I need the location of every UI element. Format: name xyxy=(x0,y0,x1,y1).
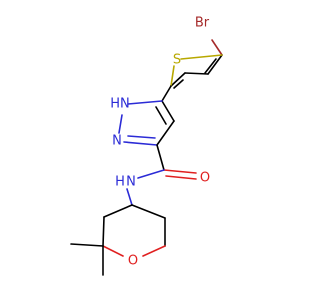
bond-c5-c4 xyxy=(207,54,223,75)
carboxamide-group xyxy=(137,144,197,180)
atom-sulfur: S xyxy=(173,53,181,68)
bond-c6-o xyxy=(142,245,166,257)
bond-s-c5 xyxy=(180,54,223,60)
bond-c5-c4-pyrazole-double xyxy=(155,106,167,125)
bond-c3-carbonyl xyxy=(156,144,165,171)
atom-amide-n: N xyxy=(126,175,136,190)
atom-carbonyl-oxygen: O xyxy=(200,171,210,186)
bond-c4-c3 xyxy=(184,72,209,75)
bond-c3-c2-double xyxy=(173,79,184,89)
pyrazole-ring xyxy=(118,100,175,146)
bond-carbonyl-n xyxy=(137,169,165,179)
bond-br-c xyxy=(211,39,223,56)
bond-n1-c5 xyxy=(127,100,163,105)
bond-c3-n2-double xyxy=(127,135,156,139)
bond-carbonyl-o xyxy=(163,169,197,174)
bond-o-c2 xyxy=(102,245,124,257)
bond-thiophene-pyrazole xyxy=(161,85,172,102)
atom-amide-h: H xyxy=(115,175,125,190)
bond-c3-n2 xyxy=(123,141,158,146)
bond-c2-c3 xyxy=(102,216,105,247)
bond-c3-c2 xyxy=(170,72,186,87)
bond-c4-c3-pyrazole xyxy=(156,120,175,146)
oxane-ring xyxy=(70,188,166,276)
bond-c5-c4-pyrazole xyxy=(161,100,175,122)
bond-n-c4-oxane xyxy=(126,188,133,206)
bond-c5-c4-double xyxy=(204,58,217,74)
bond-c2-s xyxy=(170,65,175,87)
molecule-structure: Br S HN N N H O O xyxy=(70,16,223,276)
atom-bromine: Br xyxy=(195,16,210,31)
bond-carbonyl-o-double xyxy=(165,175,197,180)
bond-c2-methyl-a xyxy=(70,243,104,247)
bond-c4-c5 xyxy=(131,204,166,219)
bond-c3-c4 xyxy=(103,204,133,218)
thiophene-ring xyxy=(170,39,223,89)
bond-n2-n1 xyxy=(118,114,123,134)
atom-ring-oxygen: O xyxy=(128,254,138,269)
atom-pyrazole-n: N xyxy=(112,134,122,149)
atom-pyrazole-nh: HN xyxy=(110,97,130,112)
